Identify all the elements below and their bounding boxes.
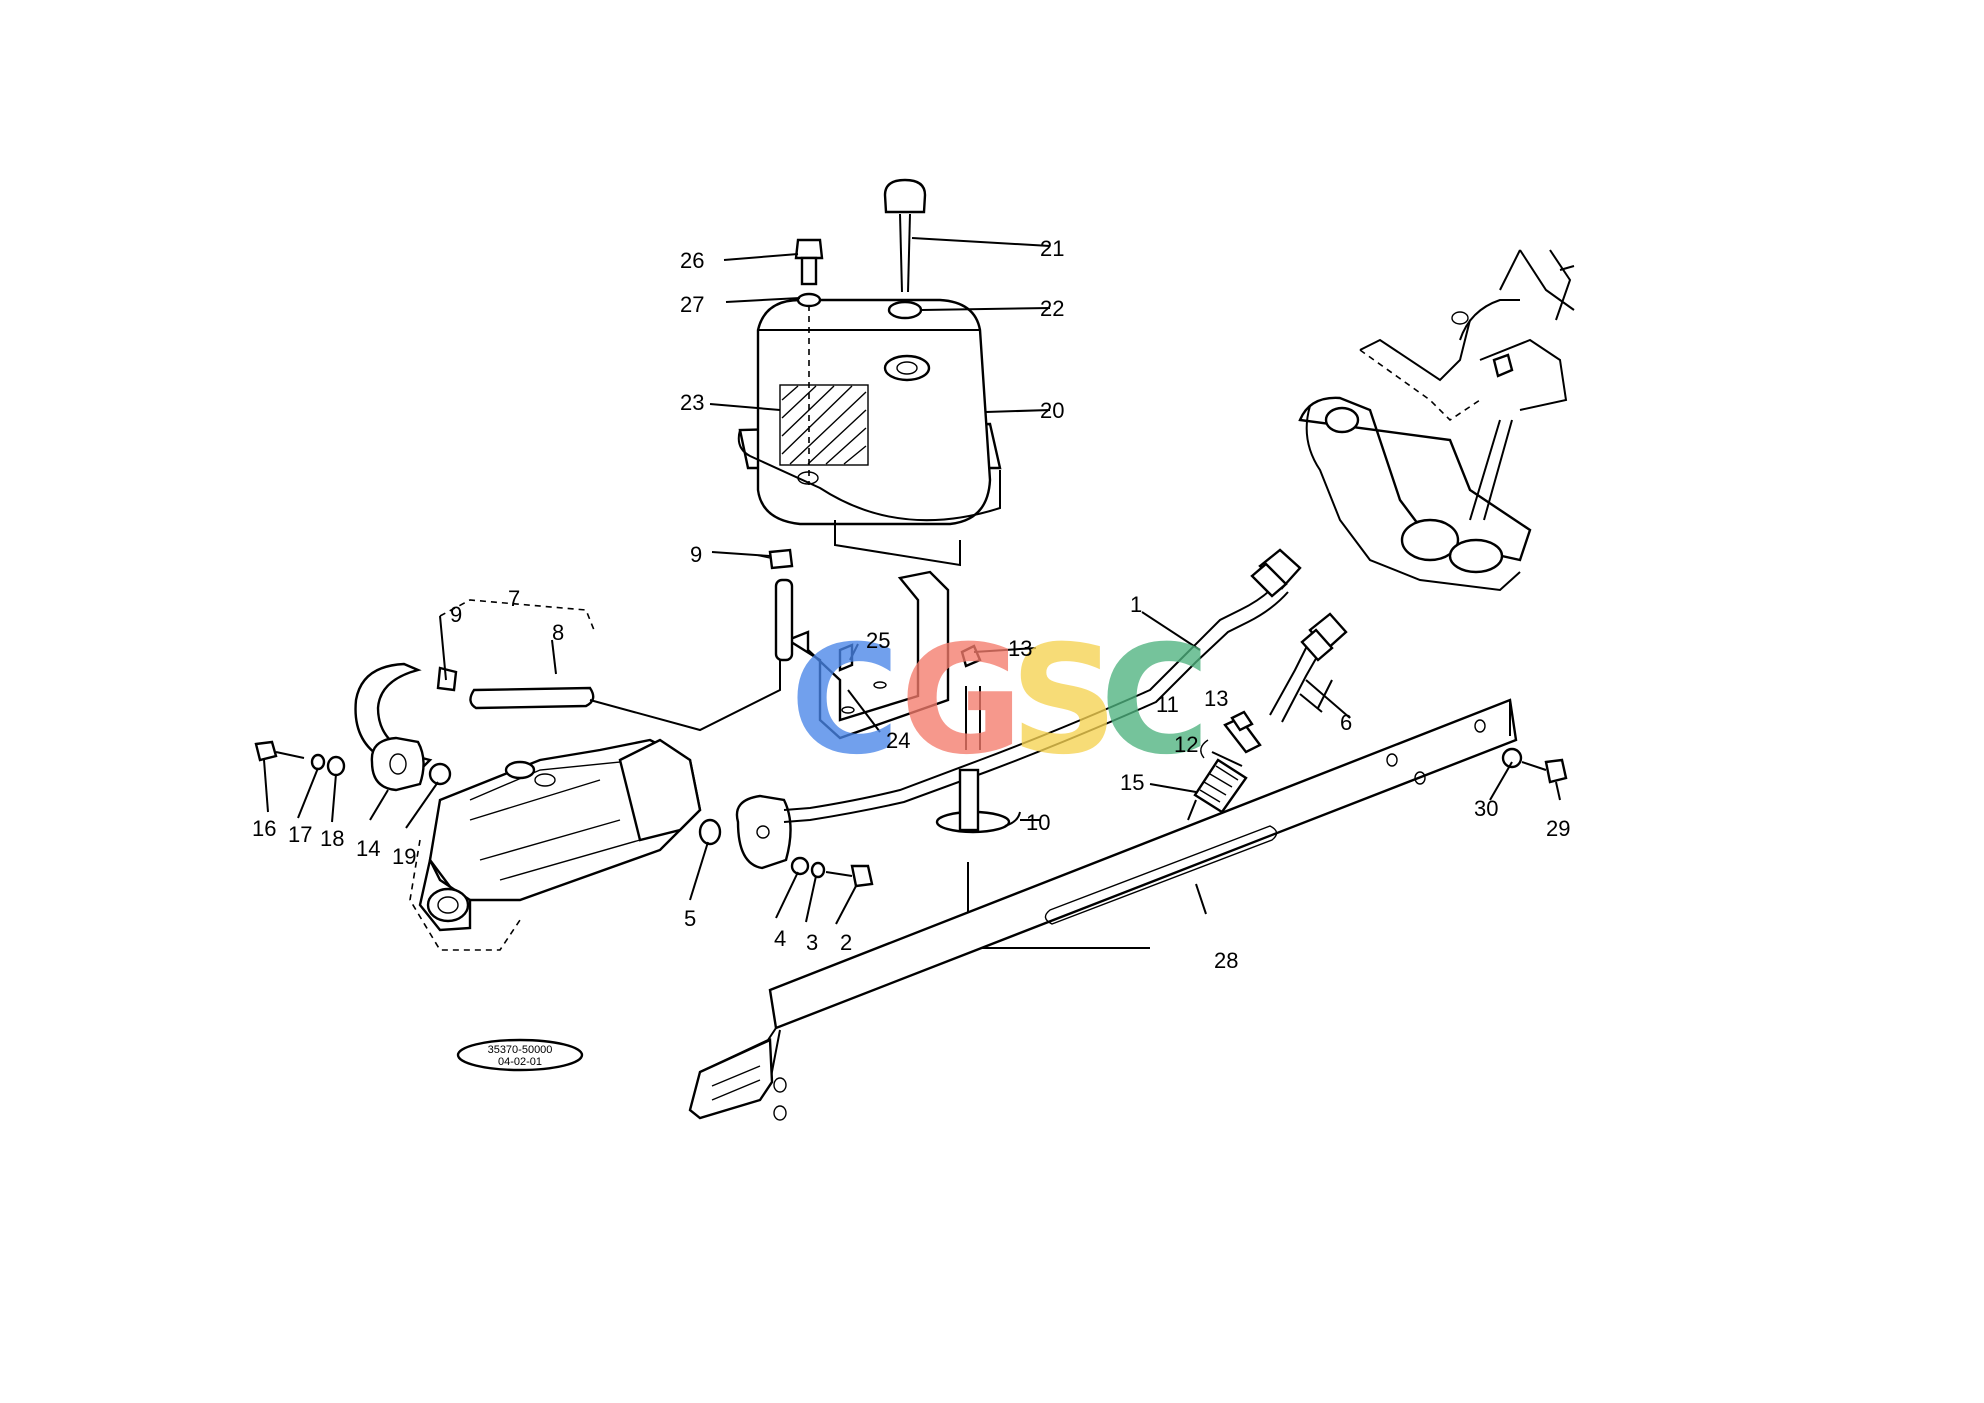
drawing-number-stamp: 35370-50000 04-02-01 — [456, 1038, 584, 1072]
hose-clamp-9 — [755, 548, 794, 570]
callout-18: 18 — [320, 826, 344, 851]
callout-1: 1 — [1130, 592, 1142, 617]
callout-13-tank: 13 — [1008, 636, 1032, 661]
callout-15: 15 — [1120, 770, 1144, 795]
watermark-letter: S — [1010, 614, 1118, 788]
suction-hose — [354, 578, 794, 772]
callout-20: 20 — [1040, 398, 1064, 423]
return-line — [1187, 612, 1348, 821]
fitting-11-12-13 — [960, 644, 1254, 759]
callout-9-tank: 9 — [690, 542, 702, 567]
callout-30: 30 — [1474, 796, 1498, 821]
dipstick-cap — [883, 178, 927, 320]
callout-19: 19 — [392, 844, 416, 869]
callout-7: 7 — [508, 586, 520, 611]
pressure-pipe — [783, 548, 1302, 823]
callout-14: 14 — [356, 836, 380, 861]
callout-4: 4 — [774, 926, 786, 951]
callout-16: 16 — [252, 816, 276, 841]
hose-clamp-10 — [935, 686, 1150, 949]
callout-26: 26 — [680, 248, 704, 273]
watermark-letter: C — [790, 614, 900, 788]
callout-10: 10 — [1026, 810, 1050, 835]
callout-21: 21 — [1040, 236, 1064, 261]
callout-8: 8 — [552, 620, 564, 645]
pump-flange — [254, 736, 452, 792]
callout-28: 28 — [1214, 948, 1238, 973]
callout-23: 23 — [680, 390, 704, 415]
pressure-flange — [698, 794, 874, 888]
watermark-letter: C — [1100, 614, 1210, 788]
steering-gearbox — [1298, 249, 1575, 592]
leader-lines — [263, 237, 1561, 925]
callout-3: 3 — [806, 930, 818, 955]
callout-22: 22 — [1040, 296, 1064, 321]
callout-17: 17 — [288, 822, 312, 847]
callout-24: 24 — [886, 728, 910, 753]
callout-13-line: 13 — [1204, 686, 1228, 711]
stamp-line2: 04-02-01 — [498, 1056, 542, 1068]
callout-6: 6 — [1340, 710, 1352, 735]
callout-12: 12 — [1174, 732, 1198, 757]
callout-9-hose: 9 — [450, 602, 462, 627]
callout-25: 25 — [866, 628, 890, 653]
watermark-letter: G — [900, 614, 1023, 788]
reservoir-tank — [737, 298, 1002, 567]
callout-27: 27 — [680, 292, 704, 317]
hydraulic-pump — [409, 738, 702, 951]
callout-5: 5 — [684, 906, 696, 931]
callout-29: 29 — [1546, 816, 1570, 841]
cgsc-watermark: C G S C — [790, 614, 1210, 788]
callout-2: 2 — [840, 930, 852, 955]
callout-labels: 1 2 3 4 5 6 7 8 9 9 10 11 12 13 13 14 15… — [252, 236, 1570, 973]
bolt-29 — [1501, 747, 1568, 784]
callout-11: 11 — [1156, 692, 1179, 717]
support-bar — [688, 698, 1518, 1121]
stamp-line1: 35370-50000 — [488, 1044, 553, 1056]
bolt-26 — [794, 238, 824, 485]
tank-bracket — [785, 570, 950, 740]
